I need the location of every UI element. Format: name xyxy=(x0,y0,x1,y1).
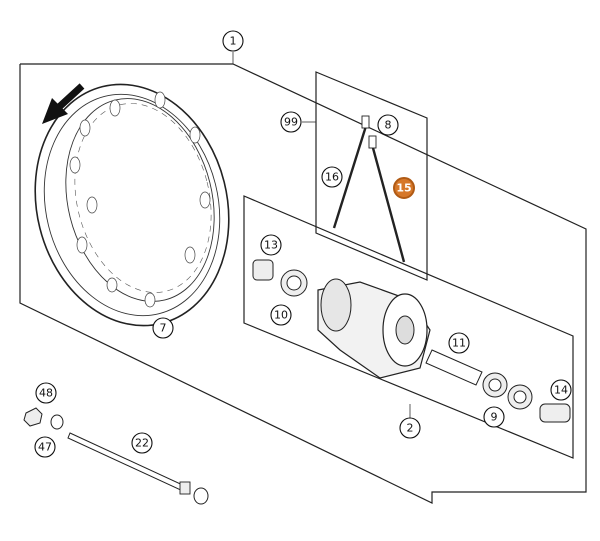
assembly-outline xyxy=(19,52,587,504)
callout-48: 48 xyxy=(35,382,57,404)
callout-8-label: 8 xyxy=(385,119,392,132)
callout-14-label: 14 xyxy=(554,384,568,397)
callout-9: 9 xyxy=(483,406,505,428)
callout-48-label: 48 xyxy=(39,387,53,400)
callout-11: 11 xyxy=(448,332,470,354)
callout-13-label: 13 xyxy=(264,239,278,252)
callout-16-label: 16 xyxy=(325,171,339,184)
spokes-box xyxy=(302,71,428,281)
callout-10-label: 10 xyxy=(274,309,288,322)
callout-15: 15 xyxy=(393,177,415,199)
callout-22: 22 xyxy=(131,432,153,454)
callout-2: 2 xyxy=(399,417,421,439)
axle-parts xyxy=(23,407,209,505)
callout-2-label: 2 xyxy=(407,422,414,435)
callout-7-label: 7 xyxy=(160,322,167,335)
callout-22-label: 22 xyxy=(135,437,149,450)
callout-15-label: 15 xyxy=(396,182,411,195)
rotation-arrow-icon xyxy=(42,83,85,124)
callout-14: 14 xyxy=(550,379,572,401)
callout-10: 10 xyxy=(270,304,292,326)
hub-parts xyxy=(252,259,571,423)
callout-1: 1 xyxy=(222,30,244,52)
callout-47-label: 47 xyxy=(38,441,52,454)
callout-16: 16 xyxy=(321,166,343,188)
rim xyxy=(34,83,230,327)
callout-99: 99 xyxy=(280,111,302,133)
hub-box xyxy=(243,195,574,459)
callout-9-label: 9 xyxy=(491,411,498,424)
callout-99-label: 99 xyxy=(284,116,298,129)
spokes xyxy=(332,115,406,263)
callout-8: 8 xyxy=(377,114,399,136)
callout-1-label: 1 xyxy=(230,35,237,48)
callout-7: 7 xyxy=(152,317,174,339)
callout-11-label: 11 xyxy=(452,337,466,350)
callout-13: 13 xyxy=(260,234,282,256)
callout-47: 47 xyxy=(34,436,56,458)
